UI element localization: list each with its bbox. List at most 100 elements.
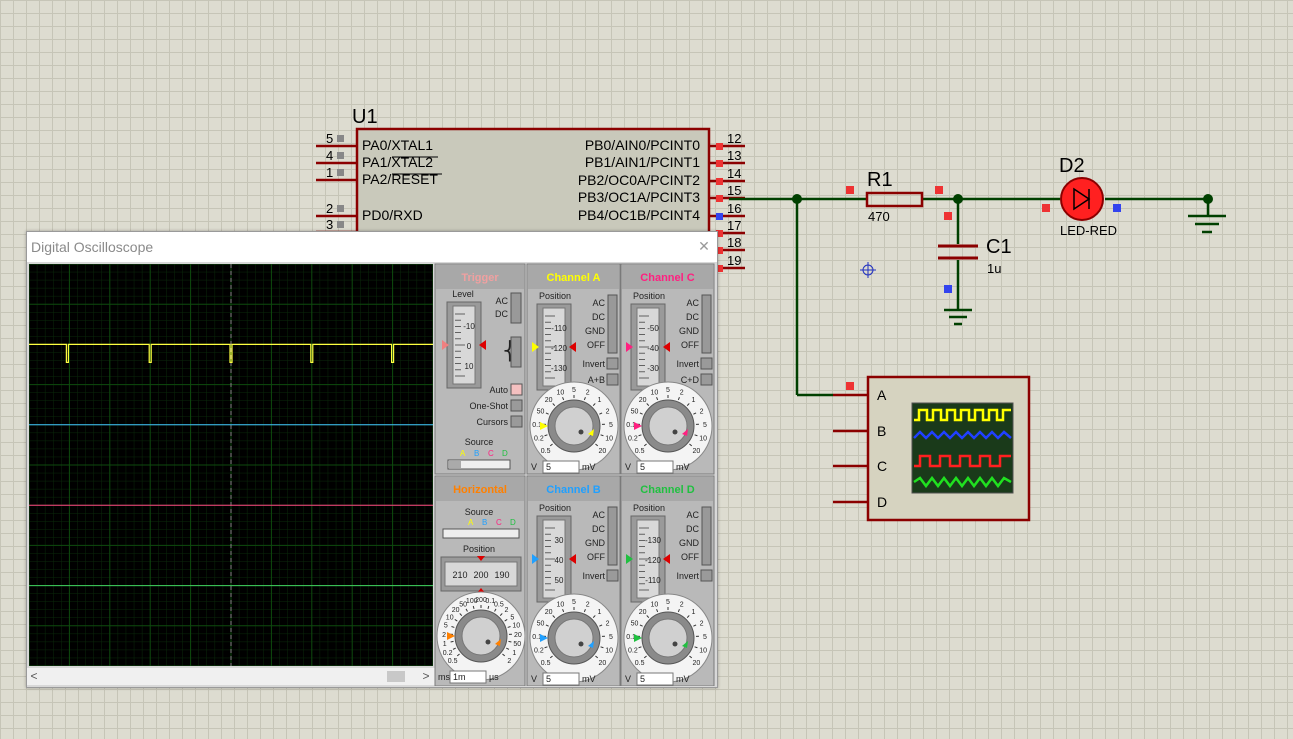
d2-value: LED-RED bbox=[1060, 223, 1117, 238]
channel-c-coupling-switch[interactable] bbox=[701, 294, 712, 354]
channel-c-invert-button[interactable] bbox=[700, 357, 713, 370]
panel-label: AC bbox=[686, 298, 699, 308]
unit-label: µs bbox=[489, 672, 499, 682]
channel-c-position-slider[interactable]: -50-40-30 bbox=[626, 303, 670, 391]
channel-a-combine-button[interactable] bbox=[606, 373, 619, 386]
value-field[interactable] bbox=[449, 670, 487, 684]
channel-b-panel[interactable]: Channel BPosition304050ACDCGNDOFFInvert0… bbox=[526, 475, 621, 686]
scroll-left-icon[interactable]: < bbox=[30, 669, 38, 683]
capacitor-c1[interactable]: C1 1u bbox=[938, 212, 1012, 326]
auto-button[interactable] bbox=[510, 383, 523, 396]
panel-header: Channel C bbox=[640, 272, 694, 284]
dial-tick-label: 10 bbox=[605, 436, 613, 443]
led-d2[interactable]: D2 LED-RED bbox=[1042, 155, 1121, 238]
value-field[interactable] bbox=[636, 460, 674, 474]
value-text: 5 bbox=[546, 462, 551, 472]
one-shot-button[interactable] bbox=[510, 399, 523, 412]
trigger-edge-switch[interactable] bbox=[510, 336, 522, 368]
scroll-right-icon[interactable]: > bbox=[422, 669, 430, 683]
channel-d-invert-button[interactable] bbox=[700, 569, 713, 582]
value-field[interactable] bbox=[542, 460, 580, 474]
channel-d-panel[interactable]: Channel DPosition-130-120-110ACDCGNDOFFI… bbox=[620, 475, 715, 686]
control-panels[interactable]: TriggerLevel-10010ACDC⎨AutoOne-ShotCurso… bbox=[433, 262, 717, 686]
pin-number: 3 bbox=[326, 217, 333, 232]
resistor-r1[interactable]: R1 470 bbox=[846, 169, 943, 224]
dial-tick-label: 10 bbox=[699, 648, 707, 655]
dial-tick-label: 5 bbox=[703, 634, 707, 641]
pin-label: PD0/RXD bbox=[362, 207, 423, 223]
window-title: Digital Oscilloscope bbox=[31, 239, 154, 255]
channel-d-coupling-switch[interactable] bbox=[701, 506, 712, 566]
dial-tick-label: 2 bbox=[586, 390, 590, 397]
dial-tick-label: 2 bbox=[507, 658, 511, 665]
channel-b-invert-button[interactable] bbox=[606, 569, 619, 582]
position-tick: 10 bbox=[465, 362, 474, 371]
dial-tick-label: 10 bbox=[556, 602, 564, 609]
channel-a-invert-button[interactable] bbox=[606, 357, 619, 370]
source-letter: B bbox=[482, 518, 487, 527]
trigger-panel[interactable]: TriggerLevel-10010ACDC⎨AutoOne-ShotCurso… bbox=[434, 263, 526, 475]
dial-tick-label: 200 bbox=[475, 597, 487, 604]
channel-b-coupling-switch[interactable] bbox=[607, 506, 618, 566]
value-field[interactable] bbox=[636, 672, 674, 686]
dial-tick-label: 5 bbox=[609, 422, 613, 429]
horizontal-source-slider[interactable] bbox=[442, 528, 520, 539]
horizontal-scrollbar[interactable]: < > bbox=[27, 668, 435, 685]
position-tick: 30 bbox=[555, 536, 564, 545]
dial-tick-label: 2 bbox=[586, 602, 590, 609]
dial-tick-label: 5 bbox=[572, 599, 576, 606]
channel-d-position-slider[interactable]: -130-120-110 bbox=[626, 515, 670, 603]
scope-input-label: A bbox=[877, 387, 887, 403]
r1-reference: R1 bbox=[867, 169, 893, 191]
panel-header: Channel B bbox=[546, 484, 600, 496]
trigger-coupling-switch[interactable] bbox=[510, 292, 522, 324]
cursors-button[interactable] bbox=[510, 415, 523, 428]
window-titlebar[interactable]: Digital Oscilloscope ✕ bbox=[27, 232, 717, 262]
scroll-thumb[interactable] bbox=[387, 671, 405, 682]
trigger-source-slider[interactable] bbox=[447, 459, 511, 470]
channel-a-position-slider[interactable]: -110-120-130 bbox=[532, 303, 576, 391]
dial-tick-label: 5 bbox=[510, 614, 514, 621]
channel-a-coupling-switch[interactable] bbox=[607, 294, 618, 354]
source-letter: D bbox=[502, 449, 508, 458]
pin-number: 1 bbox=[326, 165, 333, 180]
channel-a-panel[interactable]: Channel APosition-110-120-130ACDCGNDOFFI… bbox=[526, 263, 621, 475]
source-letter: C bbox=[488, 449, 494, 458]
dial-tick-label: 20 bbox=[545, 609, 553, 616]
panel-label: DC bbox=[592, 524, 605, 534]
position-tick: 200 bbox=[473, 570, 488, 580]
panel-label: Level bbox=[452, 289, 474, 299]
pin-number: 5 bbox=[326, 131, 333, 146]
panel-header: Channel D bbox=[640, 484, 694, 496]
panel-label: Position bbox=[633, 291, 665, 301]
dial-tick-label: 0.5 bbox=[494, 602, 504, 609]
dial-tick-label: 20 bbox=[545, 397, 553, 404]
dial-tick-label: 10 bbox=[650, 602, 658, 609]
position-tick: 40 bbox=[555, 556, 564, 565]
panel-header: Horizontal bbox=[453, 484, 507, 496]
channel-c-panel[interactable]: Channel CPosition-50-40-30ACDCGNDOFFInve… bbox=[620, 263, 715, 475]
dial-tick-label: 0.5 bbox=[541, 448, 551, 455]
trace-a bbox=[29, 343, 433, 363]
value-field[interactable] bbox=[542, 672, 580, 686]
dial-tick-label: 0.1 bbox=[626, 634, 636, 641]
dial-tick-label: 20 bbox=[452, 607, 460, 614]
channel-c-combine-button[interactable] bbox=[700, 373, 713, 386]
dial-tick-label: 1 bbox=[691, 397, 695, 404]
dial-tick-label: 10 bbox=[699, 436, 707, 443]
pin-label: PB1/AIN1/PCINT1 bbox=[585, 154, 700, 170]
close-icon[interactable]: ✕ bbox=[698, 238, 710, 254]
dial-tick-label: 2 bbox=[680, 602, 684, 609]
